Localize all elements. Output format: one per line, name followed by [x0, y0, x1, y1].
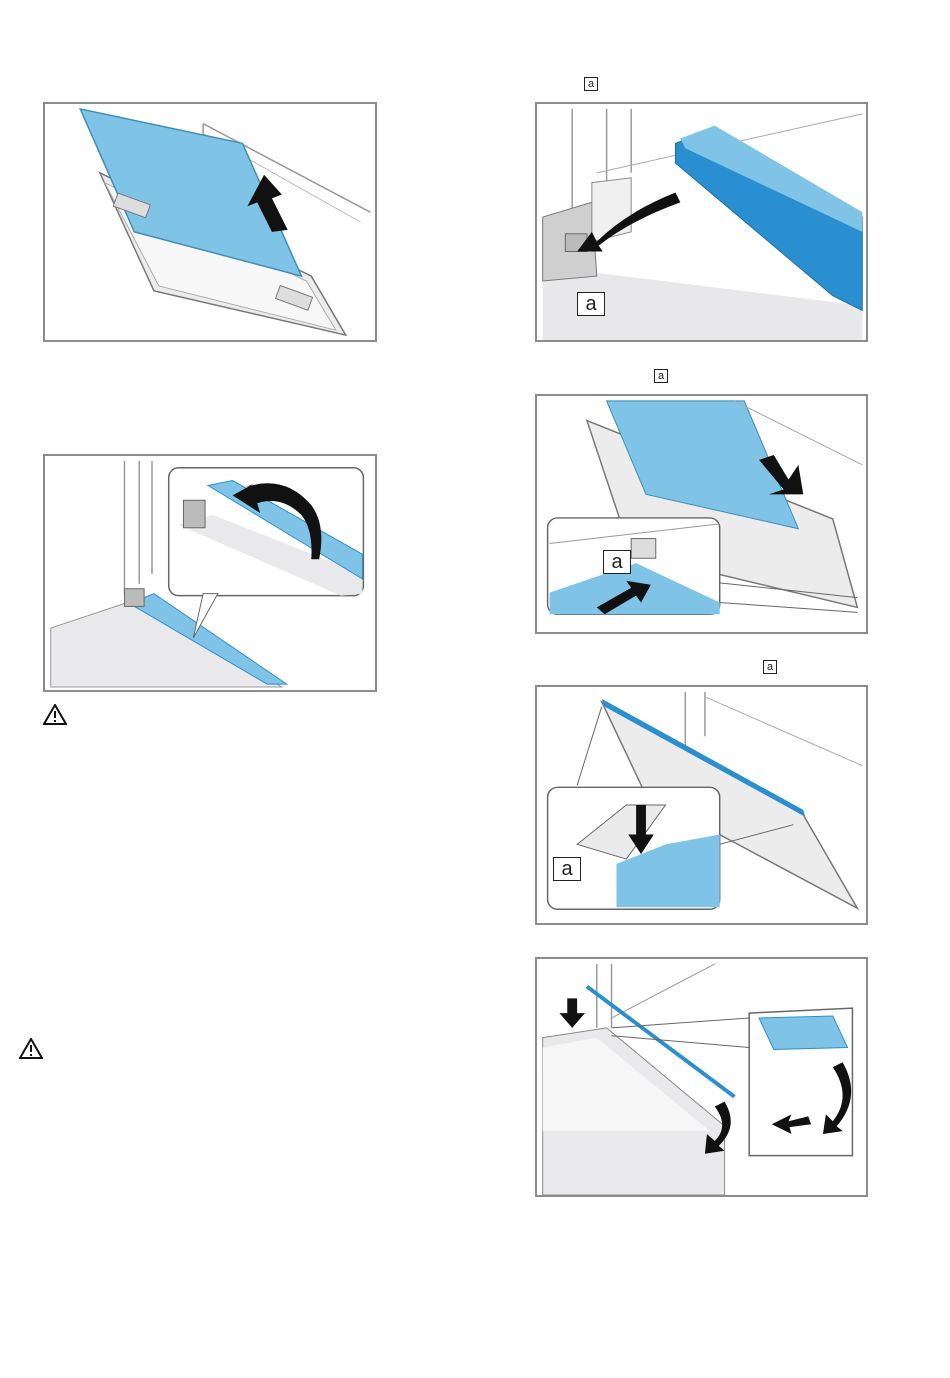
figure-rotate-seal — [43, 454, 377, 692]
warning-triangle-icon — [19, 1038, 43, 1059]
seal-reattach-illustration — [537, 959, 866, 1195]
callout-a: a — [577, 292, 605, 316]
reference-marker-a: a — [654, 369, 668, 383]
callout-a: a — [603, 550, 631, 574]
glass-insert-illustration — [537, 396, 866, 632]
warning-triangle-icon — [43, 704, 67, 725]
reference-marker-a: a — [763, 660, 777, 674]
reference-marker-a: a — [584, 77, 598, 91]
figure-fit-seal-strip: a — [535, 102, 868, 342]
figure-clip-seal: a — [535, 685, 868, 925]
seal-rotate-illustration — [45, 456, 375, 690]
figure-reattach-seal — [535, 957, 868, 1197]
figure-remove-glass-pane — [43, 102, 377, 342]
callout-a: a — [553, 857, 581, 881]
seal-clip-illustration — [537, 687, 866, 923]
glass-pane-removal-illustration — [45, 104, 375, 340]
figure-insert-glass-pane: a — [535, 394, 868, 634]
